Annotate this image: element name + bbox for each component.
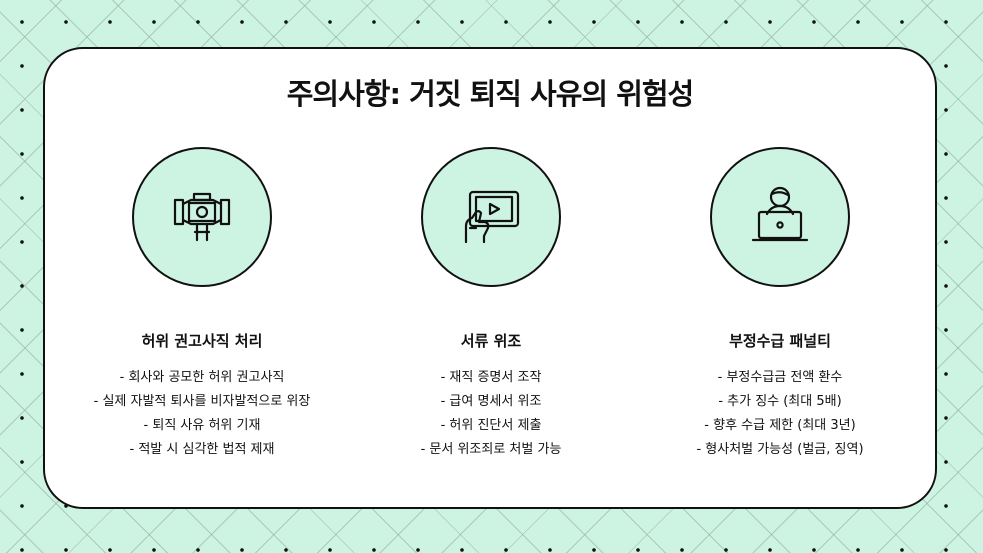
bullet-list: - 재직 증명서 조작 - 급여 명세서 위조 - 허위 진단서 제출 - 문서… <box>341 366 641 462</box>
list-item: - 실제 자발적 퇴사를 비자발적으로 위장 <box>93 394 311 409</box>
icon-circle <box>421 147 561 287</box>
column-title: 부정수급 패널티 <box>729 332 831 350</box>
list-item: - 재직 증명서 조작 <box>440 370 542 385</box>
bullet-list: - 회사와 공모한 허위 권고사직 - 실제 자발적 퇴사를 비자발적으로 위장… <box>52 366 352 462</box>
list-item: - 추가 징수 (최대 5배) <box>718 394 842 409</box>
tablet-video-hand-icon <box>464 190 520 244</box>
column-document-forgery: 서류 위조 - 재직 증명서 조작 - 급여 명세서 위조 - 허위 진단서 제… <box>341 147 641 462</box>
icon-circle <box>710 147 850 287</box>
list-item: - 부정수급금 전액 환수 <box>717 370 843 385</box>
list-item: - 회사와 공모한 허위 권고사직 <box>119 370 285 385</box>
column-title: 허위 권고사직 처리 <box>141 332 263 350</box>
list-item: - 문서 위조죄로 처벌 가능 <box>420 442 562 457</box>
list-item: - 급여 명세서 위조 <box>440 394 542 409</box>
spotlight-camera-icon <box>173 192 231 242</box>
column-fraud-penalty: 부정수급 패널티 - 부정수급금 전액 환수 - 추가 징수 (최대 5배) -… <box>630 147 930 462</box>
list-item: - 형사처벌 가능성 (벌금, 징역) <box>696 442 864 457</box>
bullet-list: - 부정수급금 전액 환수 - 추가 징수 (최대 5배) - 향후 수급 제한… <box>630 366 930 462</box>
list-item: - 향후 수급 제한 (최대 3년) <box>704 418 856 433</box>
list-item: - 퇴직 사유 허위 기재 <box>143 418 261 433</box>
list-item: - 적발 시 심각한 법적 제재 <box>129 442 275 457</box>
column-title: 서류 위조 <box>460 332 522 350</box>
warning-card: 주의사항: 거짓 퇴직 사유의 위험성 허위 권고사직 처리 - 회사와 공모한… <box>43 47 937 509</box>
column-false-resignation: 허위 권고사직 처리 - 회사와 공모한 허위 권고사직 - 실제 자발적 퇴사… <box>52 147 352 462</box>
icon-circle <box>132 147 272 287</box>
person-laptop-icon <box>751 186 809 242</box>
page-title: 주의사항: 거짓 퇴직 사유의 위험성 <box>286 77 695 111</box>
list-item: - 허위 진단서 제출 <box>440 418 542 433</box>
